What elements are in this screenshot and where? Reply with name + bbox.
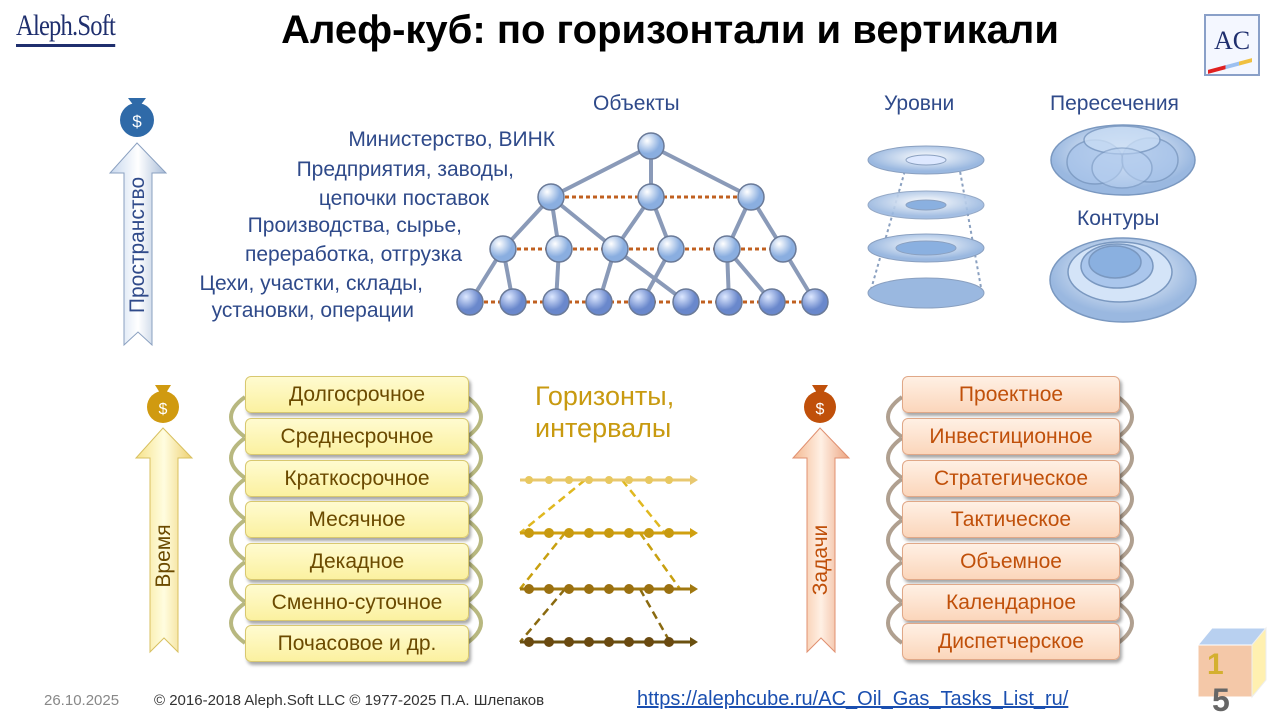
- footer-date: 26.10.2025: [44, 692, 120, 709]
- level-label: Производства, сырье,: [247, 214, 462, 237]
- money-bag-icon-blue: $: [120, 98, 154, 137]
- money-bag-icon-orange: $: [804, 385, 836, 423]
- task-item: Стратегическое: [902, 460, 1120, 497]
- horizons-line1: Горизонты,: [535, 381, 675, 411]
- money-bag-icon-gold: $: [147, 385, 179, 423]
- page-cube-icon: [1196, 626, 1268, 699]
- time-item: Декадное: [245, 543, 469, 580]
- time-item: Почасовое и др.: [245, 625, 469, 662]
- task-item: Календарное: [902, 584, 1120, 621]
- svg-text:$: $: [132, 112, 142, 131]
- ac-cube-logo: AC: [1204, 14, 1260, 76]
- horizons-line2: интервалы: [535, 413, 672, 443]
- time-item: Месячное: [245, 501, 469, 538]
- cycle-arrows: [229, 395, 1134, 645]
- svg-text:$: $: [816, 401, 825, 418]
- levels-graphic: [867, 145, 985, 309]
- alephsoft-logo: Aleph.Soft: [16, 8, 116, 47]
- time-arrow: [134, 427, 194, 654]
- page-number-bottom: 5: [1212, 682, 1230, 718]
- contours-graphic: [1049, 237, 1197, 323]
- objects-tree: [456, 132, 829, 316]
- contours-heading: Контуры: [1077, 207, 1160, 230]
- task-item: Тактическое: [902, 501, 1120, 538]
- tasks-axis-label: Задачи: [809, 524, 832, 596]
- space-axis-label: Пространство: [126, 176, 149, 314]
- horizons-label: Горизонты, интервалы: [535, 380, 674, 444]
- svg-text:$: $: [159, 401, 168, 418]
- horizons-graphic: [519, 475, 698, 647]
- level-label: Цехи, участки, склады,: [199, 272, 423, 295]
- space-arrow: [108, 142, 168, 347]
- time-axis-label: Время: [152, 524, 175, 588]
- level-label: переработка, отгрузка: [244, 243, 462, 266]
- tasks-arrow: [791, 427, 851, 654]
- level-label: установки, операции: [211, 299, 414, 322]
- footer-link[interactable]: https://alephcube.ru/AC_Oil_Gas_Tasks_Li…: [637, 688, 1069, 710]
- footer-copyright: © 2016-2018 Aleph.Soft LLC © 1977-2025 П…: [154, 692, 545, 709]
- levels-heading: Уровни: [884, 92, 955, 115]
- time-item: Долгосрочное: [245, 376, 469, 413]
- task-item: Проектное: [902, 376, 1120, 413]
- time-item: Среднесрочное: [245, 418, 469, 455]
- level-label: цепочки поставок: [318, 187, 489, 210]
- level-label: Предприятия, заводы,: [296, 158, 514, 181]
- intersections-heading: Пересечения: [1050, 92, 1179, 115]
- time-item: Краткосрочное: [245, 460, 469, 497]
- intersections-graphic: [1050, 124, 1196, 196]
- task-item: Диспетчерское: [902, 623, 1120, 660]
- task-item: Инвестиционное: [902, 418, 1120, 455]
- objects-heading: Объекты: [593, 92, 680, 115]
- page-number-top: 1: [1207, 648, 1224, 681]
- ac-logo-text: AC: [1214, 26, 1251, 55]
- time-item: Сменно-суточное: [245, 584, 469, 621]
- page-title: Алеф-куб: по горизонтали и вертикали: [281, 8, 1059, 52]
- task-item: Объемное: [902, 543, 1120, 580]
- level-label: Министерство, ВИНК: [348, 128, 555, 151]
